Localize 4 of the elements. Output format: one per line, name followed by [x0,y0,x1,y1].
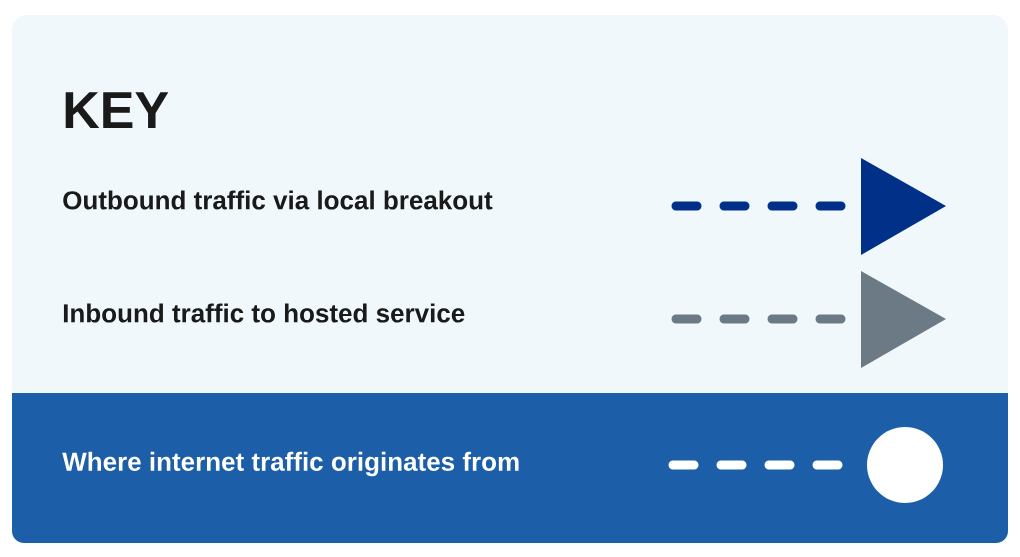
legend-text: Outbound traffic via local breakout [63,190,493,210]
legend-text: Where internet traffic originates from [62,451,519,477]
key-title: KEY [65,92,169,128]
legend-text: Inbound traffic to hosted service [63,303,465,323]
